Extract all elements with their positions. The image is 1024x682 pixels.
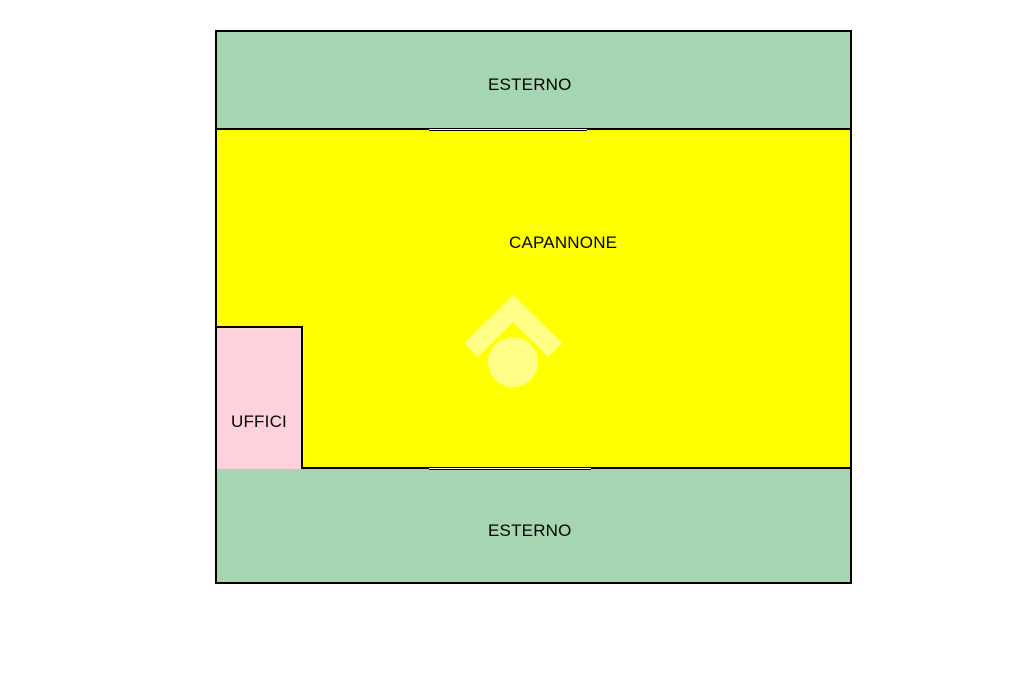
- esterno-bottom-label: ESTERNO: [488, 521, 572, 540]
- bottom-doorway: [429, 467, 591, 470]
- top-doorway: [429, 128, 587, 131]
- floor-plan: ESTERNO CAPANNONE UFFICI ESTERNO: [215, 30, 852, 584]
- capannone-area: CAPANNONE UFFICI: [217, 130, 850, 507]
- uffici-label: UFFICI: [231, 412, 287, 431]
- house-logo-icon: [464, 295, 562, 387]
- esterno-bottom-area: ESTERNO: [217, 469, 850, 582]
- esterno-top-label: ESTERNO: [488, 75, 572, 94]
- watermark-circle: [488, 337, 538, 387]
- watermark-roof: [464, 295, 562, 357]
- capannone-label: CAPANNONE: [509, 233, 618, 252]
- esterno-top-area: ESTERNO: [217, 32, 850, 130]
